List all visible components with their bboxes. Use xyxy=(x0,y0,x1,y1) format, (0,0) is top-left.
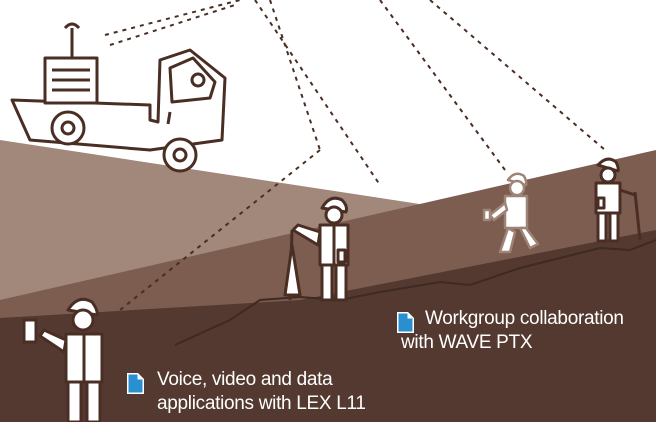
document-icon xyxy=(127,373,144,394)
callout-voice-line1: Voice, video and data xyxy=(157,369,333,390)
worker-figure-front xyxy=(22,297,104,422)
document-icon xyxy=(397,312,414,333)
callout-workgroup-line1: Workgroup collaboration xyxy=(425,308,624,329)
callout-workgroup-line2: with WAVE PTX xyxy=(401,332,533,353)
truck-icon xyxy=(10,22,227,173)
signal-lines xyxy=(104,0,606,311)
worker-figure-center xyxy=(283,196,350,302)
ridge-line xyxy=(174,239,656,346)
callout-voice[interactable]: Voice, video and data applications with … xyxy=(127,368,387,418)
worker-figure-faded xyxy=(482,172,540,254)
callout-voice-line2: applications with LEX L11 xyxy=(157,393,366,414)
callout-workgroup[interactable]: Workgroup collaboration with WAVE PTX xyxy=(397,307,652,357)
worker-figure-right xyxy=(594,157,642,243)
